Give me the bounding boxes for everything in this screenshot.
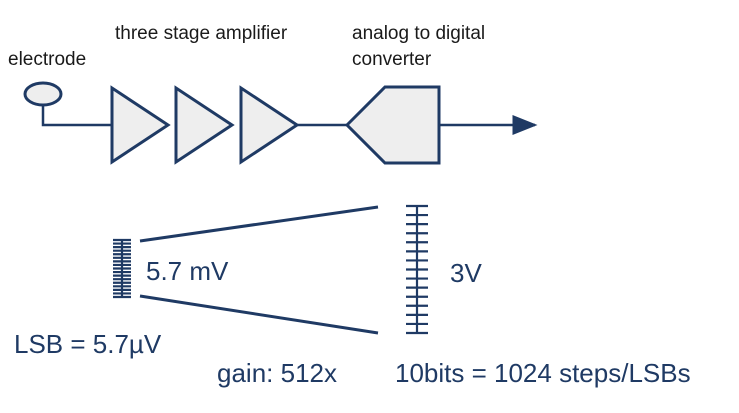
adc-label-line1: analog to digital <box>352 23 486 44</box>
gain-label: gain: 512x <box>217 358 337 388</box>
output-scale-ticks <box>406 204 428 335</box>
electrode-lead-wire <box>41 105 112 127</box>
output-range-label: 3V <box>450 258 482 288</box>
adc-block <box>344 85 441 165</box>
amplifier-stage-3 <box>239 85 300 165</box>
electrode-label: electrode <box>8 49 87 70</box>
input-range-label: 5.7 mV <box>146 256 229 286</box>
projection-line-top <box>139 205 379 243</box>
electrode-shape <box>23 81 63 107</box>
amplifier-stage-2 <box>174 85 235 165</box>
amplifier-label: three stage amplifier <box>115 23 288 44</box>
amplifier-stage-1 <box>110 85 171 165</box>
adc-label-line2: converter <box>352 49 432 70</box>
bits-label: 10bits = 1024 steps/LSBs <box>395 358 691 388</box>
projection-line-bottom <box>139 294 379 335</box>
lsb-label: LSB = 5.7µV <box>14 329 162 359</box>
input-scale-ticks <box>113 238 131 299</box>
